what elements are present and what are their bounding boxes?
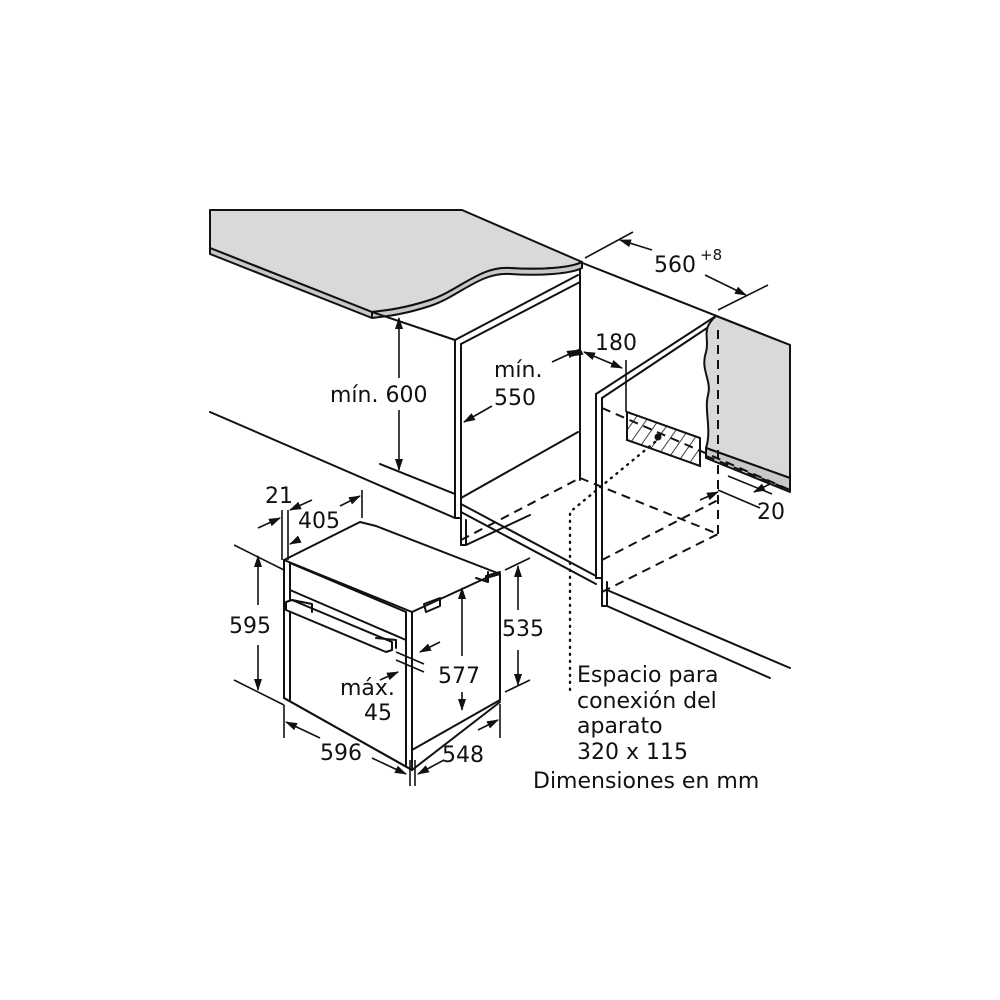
connection-note-line2: conexión del <box>577 689 717 714</box>
niche-width-tolerance: +8 <box>700 246 722 264</box>
niche-width-label: 560 <box>654 253 696 278</box>
connection-offset-label: 180 <box>595 331 637 356</box>
min-depth-label-line1: mín. <box>494 358 542 383</box>
left-worktop <box>209 209 583 319</box>
units-note: Dimensiones en mm <box>533 769 759 794</box>
front-width-label: 596 <box>320 741 362 766</box>
left-cabinet <box>209 269 597 585</box>
total-depth-label: 548 <box>442 743 484 768</box>
body-height-label: 577 <box>438 664 480 689</box>
side-height-label: 535 <box>502 617 544 642</box>
connection-note-line3: aparato <box>577 714 663 739</box>
oven-dimensions <box>233 490 531 786</box>
connection-note-line1: Espacio para <box>577 663 718 688</box>
top-depth-label: 405 <box>298 509 340 534</box>
handle-max-label-line1: máx. <box>340 676 395 701</box>
handle-max-label-line2: 45 <box>364 701 392 726</box>
front-height-label: 595 <box>229 614 271 639</box>
connection-space <box>568 360 701 692</box>
min-height-label: mín. 600 <box>330 383 427 408</box>
connection-note-line4: 320 x 115 <box>577 740 688 765</box>
cabinet-dimensions <box>379 231 771 509</box>
right-cabinet <box>579 261 791 679</box>
oven <box>283 521 501 771</box>
side-gap-label: 20 <box>757 500 785 525</box>
front-panel-depth-label: 21 <box>265 484 293 509</box>
min-depth-label-line2: 550 <box>494 386 536 411</box>
